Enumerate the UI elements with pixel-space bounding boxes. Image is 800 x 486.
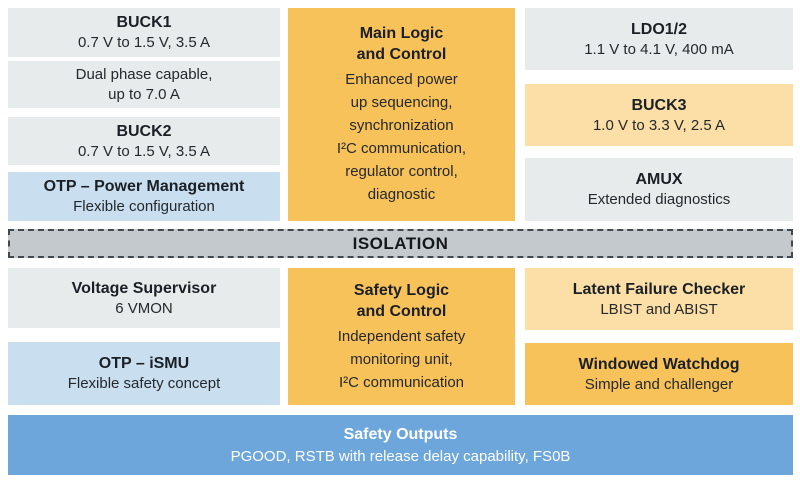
- buck1-title: BUCK1: [116, 14, 172, 31]
- ldo12-title: LDO1/2: [630, 20, 687, 38]
- safety-logic-body: Independent safety monitoring unit, I²C …: [337, 327, 466, 391]
- top-left-column: BUCK1 0.7 V to 1.5 V, 3.5 A Dual phase c…: [8, 8, 280, 221]
- voltage-supervisor-subtitle: 6 VMON: [115, 299, 173, 317]
- bottom-section: Voltage Supervisor 6 VMON OTP – iSMU Fle…: [8, 268, 793, 405]
- bottom-middle-column: Safety Logic and Control Independent saf…: [288, 268, 515, 405]
- dual-phase-text: Dual phase capable, up to 7.0 A: [75, 65, 213, 103]
- otp-ismu-title: OTP – iSMU: [98, 355, 190, 372]
- safety-outputs-bar: Safety Outputs PGOOD, RSTB with release …: [8, 415, 793, 475]
- safety-outputs-title: Safety Outputs: [343, 425, 458, 443]
- ldo12-subtitle: 1.1 V to 4.1 V, 400 mA: [584, 40, 734, 58]
- otp-ismu-subtitle: Flexible safety concept: [67, 375, 221, 392]
- top-section: BUCK1 0.7 V to 1.5 V, 3.5 A Dual phase c…: [8, 8, 793, 221]
- block-windowed-watchdog: Windowed Watchdog Simple and challenger: [525, 343, 793, 405]
- block-latent-failure-checker: Latent Failure Checker LBIST and ABIST: [525, 268, 793, 330]
- amux-title: AMUX: [635, 171, 683, 188]
- main-logic-body: Enhanced power up sequencing, synchroniz…: [336, 71, 467, 203]
- block-buck1: BUCK1 0.7 V to 1.5 V, 3.5 A: [8, 8, 280, 57]
- latent-failure-subtitle: LBIST and ABIST: [600, 300, 718, 318]
- block-buck3: BUCK3 1.0 V to 3.3 V, 2.5 A: [525, 84, 793, 146]
- block-amux: AMUX Extended diagnostics: [525, 158, 793, 221]
- otp-power-title: OTP – Power Management: [43, 178, 245, 195]
- voltage-supervisor-title: Voltage Supervisor: [71, 279, 217, 297]
- block-main-logic-and-control: Main Logic and Control Enhanced power up…: [288, 8, 515, 221]
- bottom-left-column: Voltage Supervisor 6 VMON OTP – iSMU Fle…: [8, 268, 280, 405]
- isolation-label: ISOLATION: [352, 234, 449, 253]
- windowed-watchdog-title: Windowed Watchdog: [578, 355, 740, 373]
- main-logic-title: Main Logic and Control: [356, 25, 447, 63]
- top-right-column: LDO1/2 1.1 V to 4.1 V, 400 mA BUCK3 1.0 …: [525, 8, 793, 221]
- safety-logic-title: Safety Logic and Control: [353, 281, 450, 320]
- isolation-bar: ISOLATION: [8, 229, 793, 258]
- latent-failure-title: Latent Failure Checker: [572, 280, 746, 298]
- buck1-subtitle: 0.7 V to 1.5 V, 3.5 A: [77, 34, 211, 51]
- block-otp-ismu: OTP – iSMU Flexible safety concept: [8, 342, 280, 405]
- buck2-subtitle: 0.7 V to 1.5 V, 3.5 A: [77, 142, 211, 160]
- safety-outputs-subtitle: PGOOD, RSTB with release delay capabilit…: [230, 447, 571, 465]
- block-buck2: BUCK2 0.7 V to 1.5 V, 3.5 A: [8, 117, 280, 165]
- block-voltage-supervisor: Voltage Supervisor 6 VMON: [8, 268, 280, 328]
- bottom-right-column: Latent Failure Checker LBIST and ABIST W…: [525, 268, 793, 405]
- buck3-subtitle: 1.0 V to 3.3 V, 2.5 A: [592, 116, 726, 134]
- otp-power-subtitle: Flexible configuration: [73, 198, 215, 215]
- top-middle-column: Main Logic and Control Enhanced power up…: [288, 8, 515, 221]
- block-ldo12: LDO1/2 1.1 V to 4.1 V, 400 mA: [525, 8, 793, 70]
- block-dual-phase: Dual phase capable, up to 7.0 A: [8, 61, 280, 108]
- buck2-title: BUCK2: [116, 122, 172, 140]
- buck3-title: BUCK3: [631, 96, 687, 114]
- windowed-watchdog-subtitle: Simple and challenger: [584, 375, 734, 393]
- amux-subtitle: Extended diagnostics: [587, 191, 731, 208]
- block-otp-power-management: OTP – Power Management Flexible configur…: [8, 172, 280, 221]
- block-safety-logic-and-control: Safety Logic and Control Independent saf…: [288, 268, 515, 405]
